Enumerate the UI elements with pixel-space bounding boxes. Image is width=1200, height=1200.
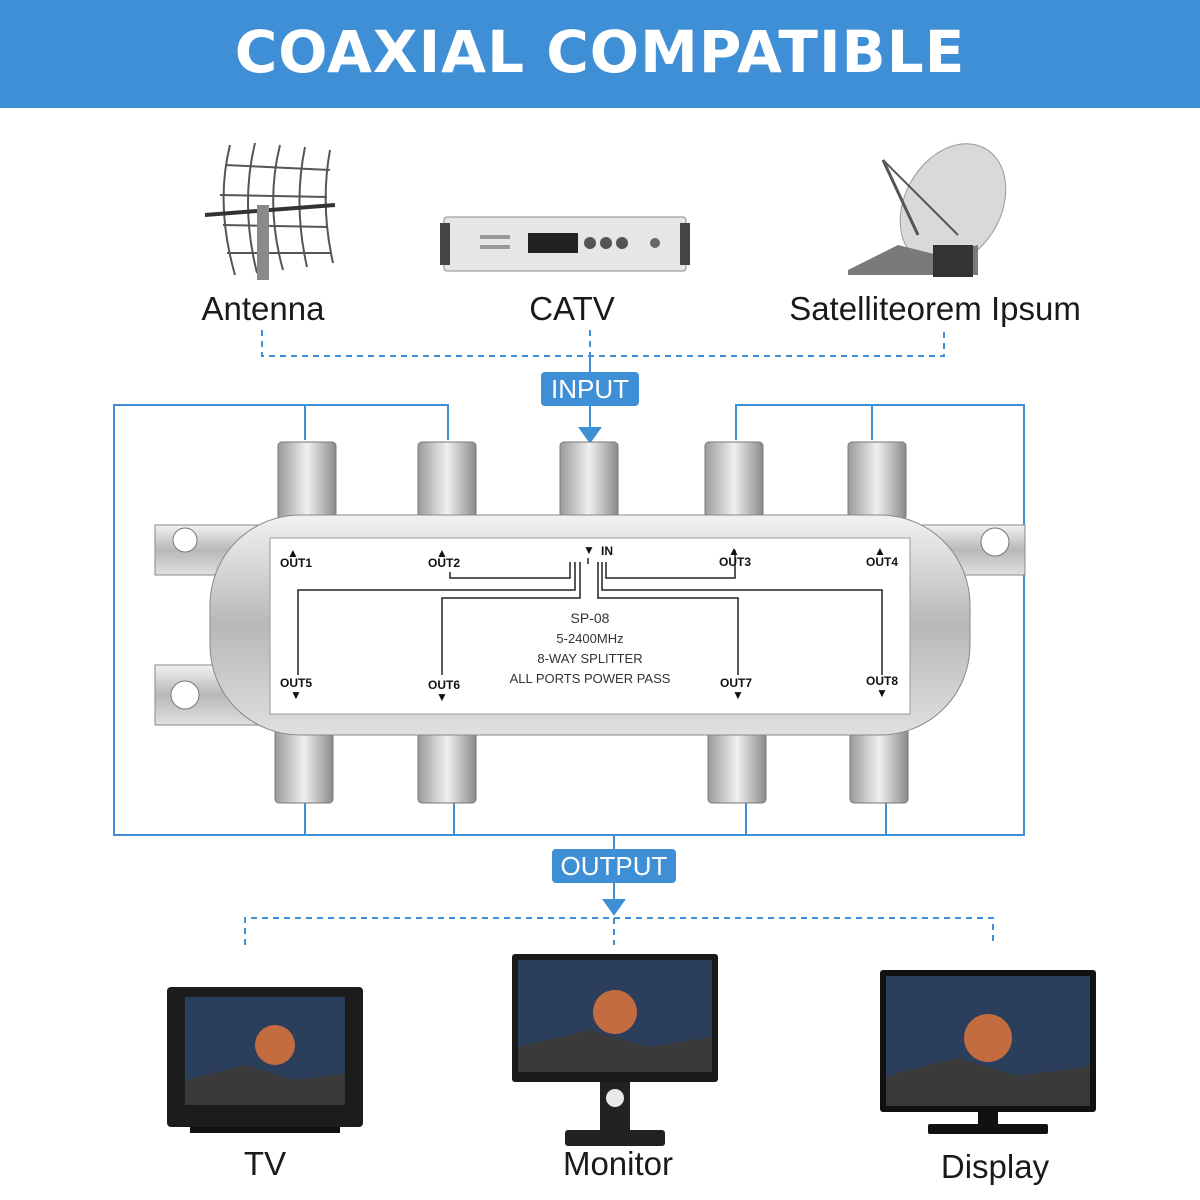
port-triangle: ▲ [728, 544, 740, 558]
port-label-out3: OUT3 [719, 555, 752, 569]
port-triangle: ▼ [876, 686, 888, 700]
port-triangle: ▼ [290, 688, 302, 702]
splitter-frequency: 5-2400MHz [556, 631, 624, 646]
satellite-dish-icon [848, 143, 1007, 277]
port-triangle: ▲ [874, 544, 886, 558]
banner-title: COAXIAL COMPATIBLE [234, 18, 966, 86]
port-label-out5: OUT5 [280, 676, 313, 690]
splitter-note: ALL PORTS POWER PASS [509, 671, 671, 686]
output-label-display: Display [940, 1148, 1050, 1185]
monitor-icon [512, 954, 718, 1146]
catv-receiver-icon [440, 216, 690, 272]
port-triangle: ▲ [287, 546, 299, 560]
in-label: IN [601, 544, 613, 558]
title-banner: COAXIAL COMPATIBLE [0, 0, 1200, 108]
port-label-out8: OUT8 [866, 674, 899, 688]
splitter-type: 8-WAY SPLITTER [537, 651, 643, 666]
output-label-tv: TV [243, 1145, 287, 1182]
port-triangle: ▼ [436, 690, 448, 704]
port-label-out2: OUT2 [428, 556, 461, 570]
source-label-satellite: Satelliteorem Ipsum [789, 290, 1081, 327]
output-tag: OUTPUT [552, 849, 676, 883]
crt-tv-icon [167, 987, 363, 1133]
antenna-icon [204, 142, 336, 280]
display-icon [880, 970, 1096, 1134]
port-triangle: ▲ [436, 546, 448, 560]
port-label-out4: OUT4 [866, 555, 899, 569]
port-label-out7: OUT7 [720, 676, 753, 690]
source-label-antenna: Antenna [201, 290, 325, 327]
port-triangle: ▼ [732, 688, 744, 702]
splitter-model: SP-08 [570, 610, 610, 626]
port-label-out6: OUT6 [428, 678, 461, 692]
input-tag: INPUT [541, 372, 639, 406]
source-label-catv: CATV [529, 290, 615, 327]
in-triangle: ▼ [583, 543, 595, 557]
port-label-out1: OUT1 [280, 556, 313, 570]
output-label-monitor: Monitor [562, 1145, 674, 1182]
splitter-icon [154, 441, 1026, 804]
